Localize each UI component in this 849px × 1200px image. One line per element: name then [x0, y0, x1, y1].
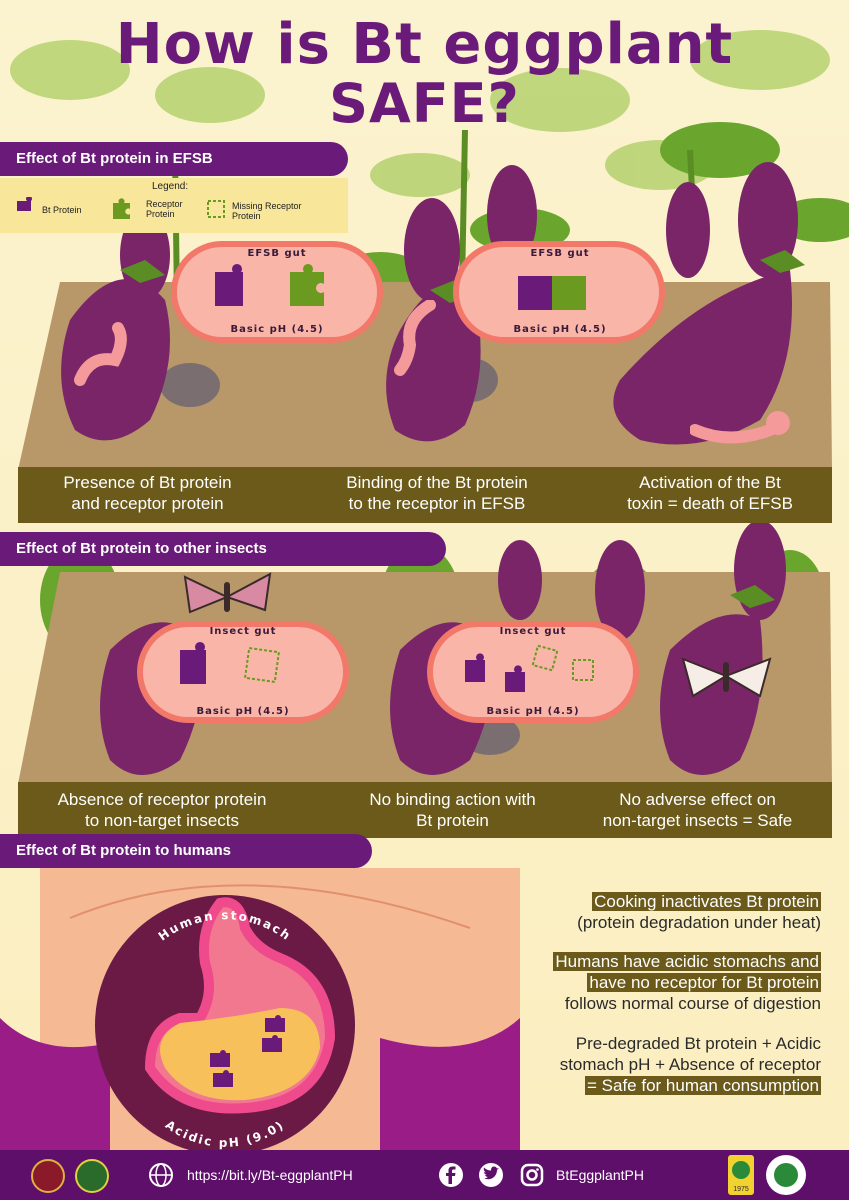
missing-receptor-icon: [207, 200, 225, 218]
insect-caption-1-line2: to non-target insects: [84, 811, 240, 830]
insect-caption-1-line1: Absence of receptor protein: [57, 790, 267, 809]
human-point-2: Humans have acidic stomachs and have no …: [553, 951, 821, 1014]
human-point-3-line2: stomach pH + Absence of receptor: [559, 1055, 821, 1074]
efsb-caption-2-line1: Binding of the Bt protein: [346, 473, 528, 492]
bt-protein-piece: [465, 653, 485, 682]
section-efsb-header: Effect of Bt protein in EFSB: [0, 142, 348, 176]
partner-logos: 1975: [728, 1155, 806, 1195]
insect-gut-label-2: Insect gut: [500, 626, 567, 637]
footer: [0, 1150, 849, 1200]
human-point-3: Pre-degraded Bt protein + Acidic stomach…: [560, 1033, 821, 1096]
bt-protein-piece: [215, 264, 243, 306]
insect-caption-2-line2: Bt protein: [416, 811, 489, 830]
efsb-caption-1-line1: Presence of Bt protein: [63, 473, 232, 492]
bt-protein-icon: [17, 197, 32, 211]
insect-ph-label-2: Basic pH (4.5): [486, 706, 579, 717]
efsb-caption-3-line2: toxin = death of EFSB: [627, 494, 793, 513]
missing-receptor-outline: [572, 659, 594, 681]
insect-gut-bubble-1: Insect gut Basic pH (4.5): [137, 621, 349, 723]
bt-protein-piece: [518, 276, 552, 310]
logo-year: 1975: [733, 1186, 749, 1193]
human-point-1: Cooking inactivates Bt protein (protein …: [577, 891, 821, 933]
receptor-protein-piece: [552, 276, 586, 310]
legend-bt-label: Bt Protein: [42, 205, 82, 215]
receptor-protein-icon: [113, 198, 130, 219]
social-handle[interactable]: BtEggplantPH: [556, 1167, 644, 1183]
bt-protein-piece: [505, 665, 525, 692]
insect-gut-bubble-2: Insect gut Basic pH (4.5): [427, 621, 639, 723]
efsb-caption-3-line1: Activation of the Bt: [639, 473, 781, 492]
efsb-gut-label-1: EFSB gut: [247, 248, 306, 259]
insect-caption-bar: [18, 782, 832, 838]
section-insects-header: Effect of Bt protein to other insects: [0, 532, 446, 566]
insect-caption-3: No adverse effect on non-target insects …: [575, 789, 820, 831]
web-globe-icon[interactable]: [148, 1162, 176, 1190]
insect-gut-label-1: Insect gut: [210, 626, 277, 637]
efsb-ph-label-1: Basic pH (4.5): [230, 324, 323, 335]
legend-receptor-label-2: Protein: [146, 209, 175, 219]
insect-caption-2-line1: No binding action with: [369, 790, 536, 809]
human-point-3-line1: Pre-degraded Bt protein + Acidic: [575, 1034, 821, 1053]
agency-seal-icon: [75, 1159, 109, 1193]
efsb-caption-bar: [18, 467, 832, 523]
butterfly-icon-2: [681, 657, 772, 698]
human-point-1-rest: (protein degradation under heat): [577, 913, 821, 932]
missing-receptor-outline: [531, 644, 559, 672]
efsb-caption-3: Activation of the Bt toxin = death of EF…: [600, 472, 820, 514]
institution-logos: [31, 1159, 109, 1193]
efsb-gut-label-2: EFSB gut: [530, 248, 589, 259]
efsb-caption-1: Presence of Bt protein and receptor prot…: [30, 472, 265, 514]
page-title-safe: SAFE?: [329, 72, 520, 135]
human-point-2-rest: follows normal course of digestion: [564, 994, 821, 1013]
legend-missing-label-1: Missing Receptor: [232, 201, 302, 211]
butterfly-icon: [183, 572, 272, 614]
efsb-gut-bubble-2: EFSB gut Basic pH (4.5): [453, 241, 665, 343]
twitter-icon[interactable]: [478, 1162, 504, 1188]
bt-protein-piece: [180, 642, 206, 684]
receptor-protein-piece: [290, 264, 324, 306]
efsb-ph-label-2: Basic pH (4.5): [513, 324, 606, 335]
efsb-larva-1: [74, 322, 127, 386]
efsb-larva-2: [394, 300, 436, 376]
human-body-illustration: Human stomach Acidic pH (9.0): [0, 868, 520, 1150]
efsb-caption-2: Binding of the Bt protein to the recepto…: [312, 472, 562, 514]
insect-caption-1: Absence of receptor protein to non-targe…: [22, 789, 302, 831]
university-seal-icon: [31, 1159, 65, 1193]
instagram-icon[interactable]: [519, 1162, 545, 1188]
efsb-caption-2-line2: to the receptor in EFSB: [348, 494, 526, 513]
dead-efsb-larva: [690, 411, 790, 444]
efsb-gut-bubble-1: EFSB gut Basic pH (4.5): [171, 241, 383, 343]
human-point-3-highlight: = Safe for human consumption: [585, 1076, 821, 1095]
legend-missing-label-2: Protein: [232, 211, 261, 221]
insect-caption-3-line1: No adverse effect on: [619, 790, 776, 809]
section-humans-header: Effect of Bt protein to humans: [0, 834, 372, 868]
insect-caption-3-line2: non-target insects = Safe: [602, 811, 793, 830]
insect-ph-label-1: Basic pH (4.5): [196, 706, 289, 717]
legend-title: Legend:: [152, 181, 189, 192]
human-point-2-highlight-2: have no receptor for Bt protein: [587, 973, 821, 992]
page-title: How is Bt eggplant: [115, 12, 734, 77]
website-link[interactable]: https://bit.ly/Bt-eggplantPH: [187, 1167, 353, 1183]
human-point-1-highlight: Cooking inactivates Bt protein: [592, 892, 821, 911]
human-point-2-highlight-1: Humans have acidic stomachs and: [553, 952, 821, 971]
efsb-caption-1-line2: and receptor protein: [71, 494, 224, 513]
facebook-icon[interactable]: [438, 1162, 464, 1188]
legend: Legend: Bt Protein Receptor Protein Miss…: [0, 178, 348, 233]
legend-receptor-label-1: Receptor: [146, 199, 183, 209]
insect-caption-2: No binding action with Bt protein: [330, 789, 575, 831]
